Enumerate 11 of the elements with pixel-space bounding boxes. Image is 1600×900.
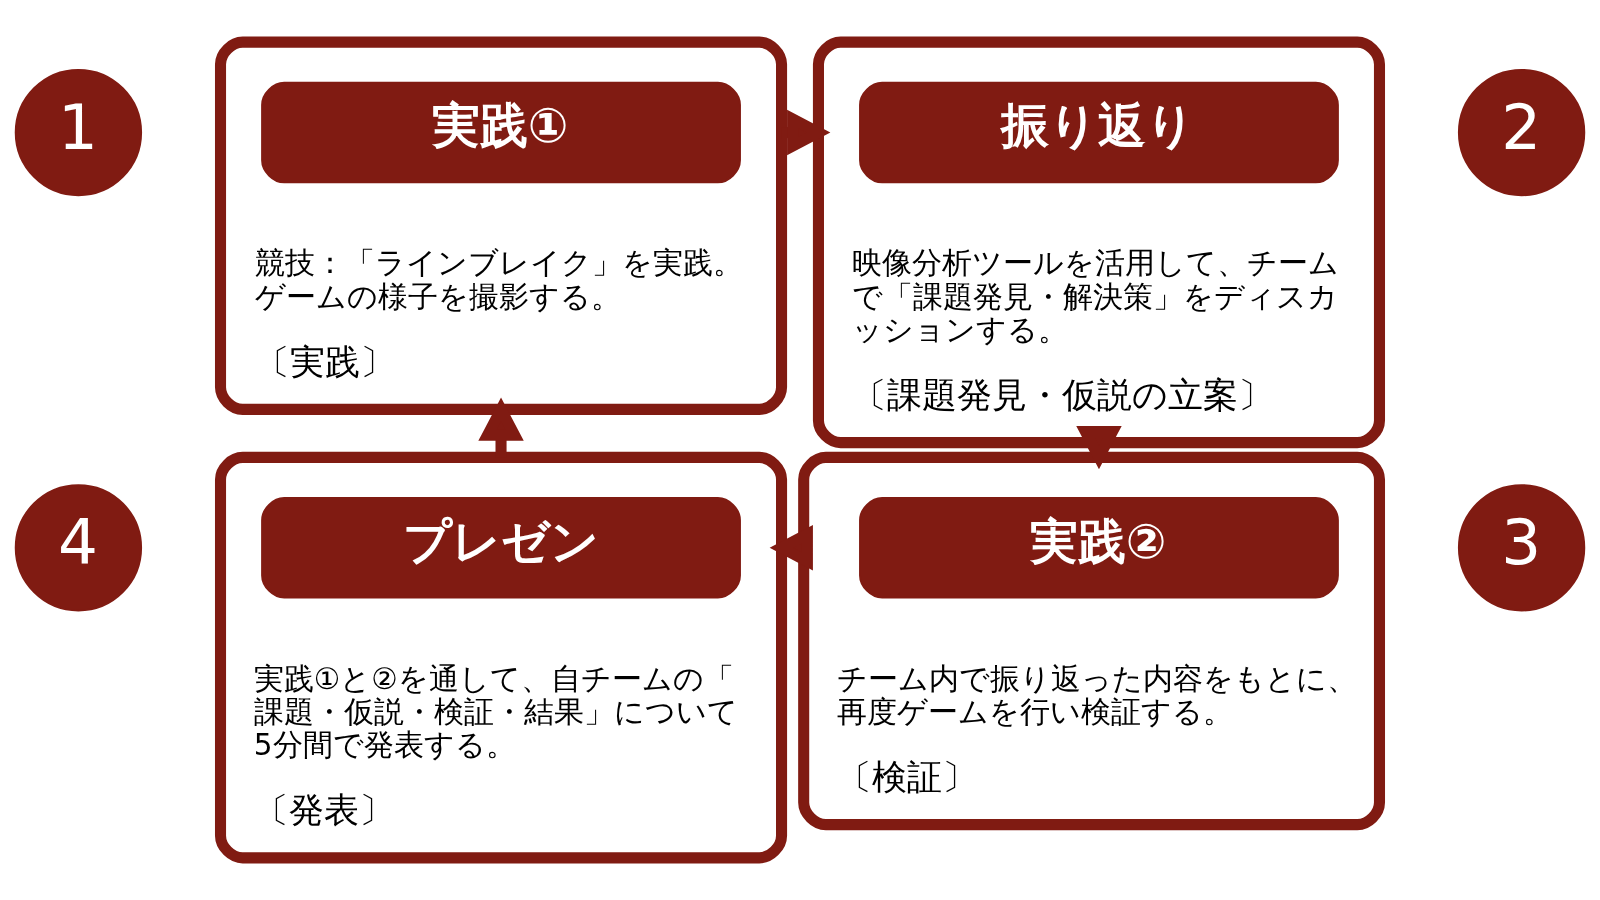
node-box: 実践②	[859, 497, 1339, 599]
node-circle: 3	[1457, 484, 1586, 612]
node-circle: 1	[14, 68, 143, 197]
arrow	[1076, 426, 1122, 470]
node-box: 振り返り	[859, 81, 1339, 184]
node-circle: 4	[14, 484, 143, 612]
arrow	[787, 109, 831, 156]
arrow	[769, 525, 813, 571]
node-box: 実践①	[261, 81, 741, 184]
node-circle: 2	[1457, 68, 1586, 197]
node-box: プレゼン	[261, 497, 741, 599]
